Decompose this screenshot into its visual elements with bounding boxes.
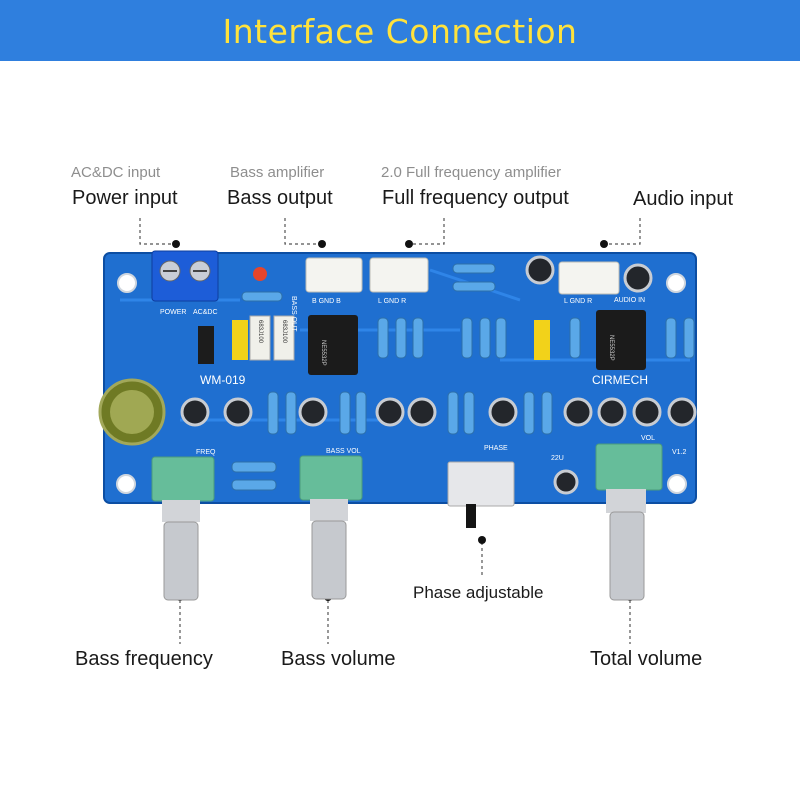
film-label-1: 683J100 xyxy=(257,320,263,344)
connectors xyxy=(305,257,620,295)
silk-freq: FREQ xyxy=(196,449,216,456)
power-led xyxy=(253,267,267,281)
silk-bass-vol: BASS VOL xyxy=(326,448,361,455)
phase-adjustable-label: Phase adjustable xyxy=(413,583,544,602)
silkscreen: WM-019 CIRMECH B GND B L GND R L GND R A… xyxy=(160,296,687,462)
page-title: Interface Connection xyxy=(222,12,578,51)
callout-lines xyxy=(139,218,641,644)
full-frequency-output-label: Full frequency output xyxy=(382,187,569,209)
silk-phase: PHASE xyxy=(484,445,508,452)
phase-switch xyxy=(447,461,515,528)
power-terminal xyxy=(151,250,219,302)
bass-output-subtitle: Bass amplifier xyxy=(230,164,325,181)
silk-v12: V1.2 xyxy=(672,449,687,456)
total-volume-label: Total volume xyxy=(590,648,703,670)
film-capacitors xyxy=(198,315,550,364)
silk-bass-out: BASS OUT xyxy=(290,296,297,332)
audio-input-label: Audio input xyxy=(633,188,734,210)
op-amp-chips xyxy=(308,310,646,375)
electrolytic-capacitors xyxy=(180,255,697,495)
bass-frequency-label: Bass frequency xyxy=(75,648,213,670)
silk-l-gnd-r-1: L GND R xyxy=(378,298,406,305)
film-label-2: 683J100 xyxy=(281,320,287,344)
silk-acdc: AC&DC xyxy=(193,309,218,316)
chip-label-2: NE5532P xyxy=(608,335,614,361)
silk-brand: CIRMECH xyxy=(592,373,648,387)
silk-audio-in: AUDIO IN xyxy=(614,297,645,304)
silk-model: WM-019 xyxy=(200,373,246,387)
silk-vol: VOL xyxy=(641,435,655,442)
bass-volume-label: Bass volume xyxy=(281,648,396,670)
bass-output-label: Bass output xyxy=(227,187,333,209)
silk-22u: 22U xyxy=(551,455,564,462)
chip-label-1: NE5532P xyxy=(320,340,326,366)
resistors xyxy=(231,263,695,491)
power-input-subtitle: AC&DC input xyxy=(71,164,161,181)
silk-power: POWER xyxy=(160,309,186,316)
large-capacitor xyxy=(98,378,166,446)
potentiometers xyxy=(151,443,663,601)
power-input-label: Power input xyxy=(72,187,178,209)
full-frequency-output-subtitle: 2.0 Full frequency amplifier xyxy=(381,164,562,181)
mounting-holes xyxy=(116,273,687,494)
silk-l-gnd-r-2: L GND R xyxy=(564,298,592,305)
header-banner xyxy=(0,0,800,61)
silk-b-gnd-b: B GND B xyxy=(312,298,341,305)
